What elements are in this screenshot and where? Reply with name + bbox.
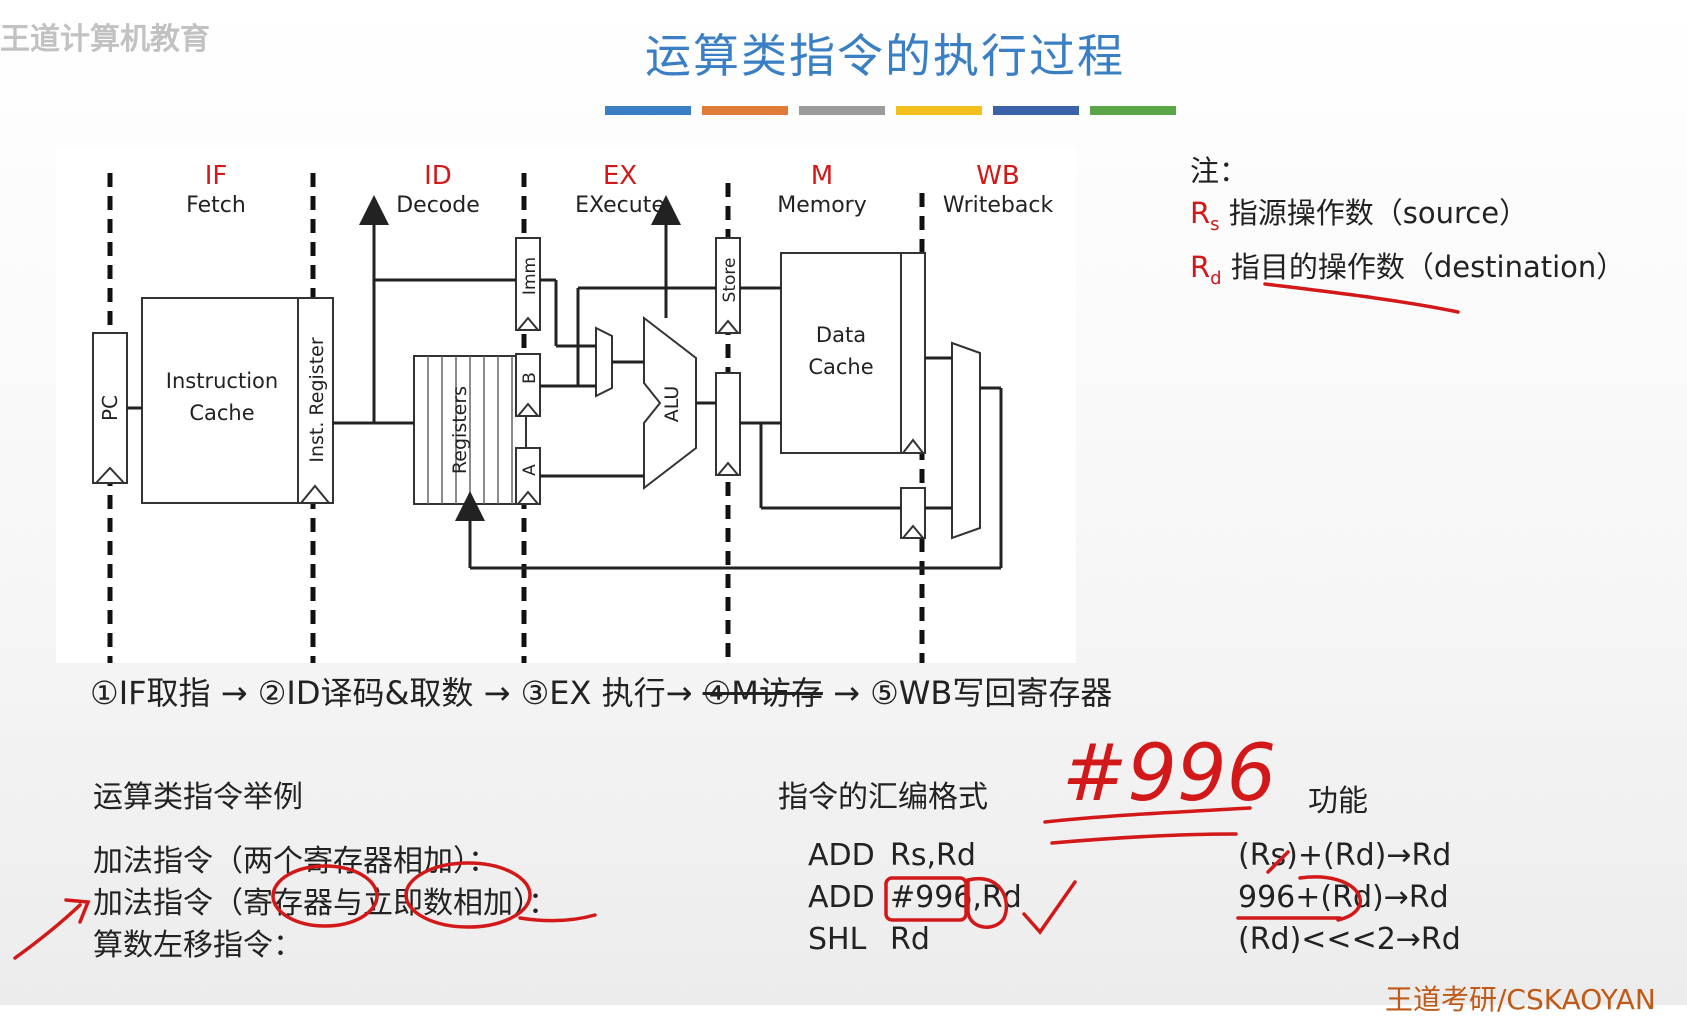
divider-bar-5 [993, 106, 1079, 115]
inst-register-label: Inst. Register [306, 337, 328, 462]
divider-bar-2 [702, 106, 788, 115]
alu-input-mux [595, 326, 613, 398]
stage-id-name: ID [424, 161, 452, 191]
row3-desc: 算数左移指令： [93, 928, 303, 963]
stage-wb-label: Writeback [943, 193, 1054, 218]
step-arrow-4: → [833, 674, 860, 712]
stage-m-label: Memory [777, 193, 866, 218]
data-cache [780, 252, 902, 454]
arrow-row2 [13, 898, 91, 960]
row1-desc: 加法指令（两个寄存器相加）： [93, 844, 498, 879]
notes-panel: 注： Rs 指源操作数（source） Rd 指目的操作数（destinatio… [1190, 150, 1625, 300]
store-register [715, 237, 741, 334]
pipeline-steps: ①IF取指 → ②ID译码&取数 → ③EX 执行→ ④M访存 → ⑤WB写回寄… [90, 668, 1112, 714]
divider-bar-4 [896, 106, 982, 115]
row1-op: ADD [808, 838, 875, 873]
underline-hash-996 [1043, 806, 1252, 824]
store-label: Store [720, 258, 740, 303]
stage-id-label: Decode [396, 193, 480, 218]
stage-if-label: Fetch [186, 193, 246, 218]
alu [643, 315, 697, 491]
note-rs: Rs 指源操作数（source） [1190, 192, 1625, 246]
inst-register [297, 297, 334, 504]
handwritten-hash-996: #996 [1062, 729, 1276, 819]
step-if: ①IF取指 [90, 674, 211, 712]
divider-bar-6 [1090, 106, 1176, 115]
data-cache-output-register [900, 252, 926, 454]
row3-op: SHL [808, 922, 867, 957]
step-arrow-3: → [665, 674, 693, 712]
alu-output-register [715, 372, 741, 476]
footer-brand: 王道考研/CSKAOYAN [1385, 983, 1656, 1016]
rs-letter: R [1190, 196, 1211, 230]
header-function: 功能 [1308, 784, 1368, 819]
divider-bar-1 [605, 106, 691, 115]
b-label: B [520, 372, 540, 384]
dcache-label-1: Data [816, 323, 866, 347]
stage-ex-name: EX [603, 161, 637, 191]
rd-letter: R [1190, 249, 1211, 284]
divider-bar-3 [799, 106, 885, 115]
rd-subscript: d [1210, 267, 1222, 289]
step-id: ②ID译码&取数 [257, 674, 474, 712]
step-ex: ③EX 执行 [520, 674, 666, 712]
check-mark [1022, 880, 1077, 935]
header-format: 指令的汇编格式 [778, 780, 988, 815]
stage-m-name: M [811, 161, 833, 191]
note-rd: Rd 指目的操作数（destination） [1190, 246, 1625, 300]
header-example: 运算类指令举例 [93, 780, 303, 815]
rd-description: 指目的操作数（destination） [1230, 249, 1626, 284]
icache-label-2: Cache [189, 401, 254, 425]
pipeline-diagram-svg: IF Fetch ID Decode EX EXecute M Memory W… [92, 161, 1054, 663]
row2-args: #996,Rd [890, 880, 1022, 915]
pc-label: PC [98, 395, 122, 421]
row2-op: ADD [808, 880, 875, 915]
alu-label: ALU [661, 386, 683, 423]
registers-label: Registers [449, 386, 471, 474]
stage-wb-name: WB [976, 161, 1020, 191]
notes-heading: 注： [1190, 154, 1249, 188]
rs-description: 指源操作数（source） [1228, 196, 1529, 230]
underline-hash-996-2 [1050, 832, 1238, 845]
row2-func: 996+(Rd)→Rd [1238, 880, 1449, 915]
row1-args: Rs,Rd [890, 838, 976, 873]
dcache-label-2: Cache [808, 355, 873, 379]
row2-desc: 加法指令（寄存器与立即数相加）： [93, 886, 558, 921]
stage-if-name: IF [205, 161, 228, 191]
step-arrow-2: → [483, 674, 511, 712]
writeback-mux [951, 341, 981, 540]
rs-subscript: s [1210, 213, 1220, 235]
step-wb: ⑤WB写回寄存器 [870, 674, 1113, 712]
row3-args: Rd [890, 922, 930, 957]
icache-label-1: Instruction [166, 369, 278, 393]
row1-func: (Rs)+(Rd)→Rd [1238, 838, 1452, 873]
pipeline-diagram: IF Fetch ID Decode EX EXecute M Memory W… [56, 148, 1076, 663]
step-m: ④M访存 [702, 674, 823, 712]
imm-label: Imm [520, 257, 540, 295]
stage-ex-label: EXecute [575, 193, 665, 218]
imm-register [515, 237, 541, 331]
watermark: 王道计算机教育 [0, 22, 210, 57]
step-arrow-1: → [220, 674, 248, 712]
page-title: 运算类指令的执行过程 [645, 29, 1125, 83]
row3-func: (Rd)<<<2→Rd [1238, 922, 1461, 957]
a-label: A [520, 464, 540, 476]
